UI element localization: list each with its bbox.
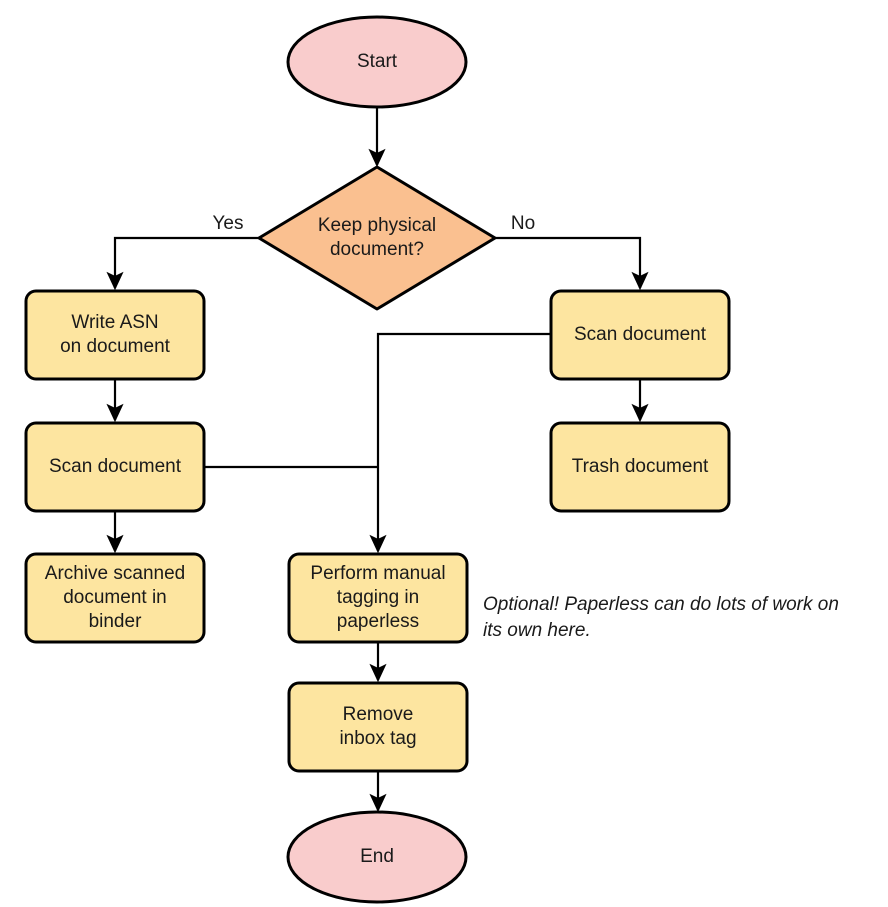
node-write-asn[interactable]: Write ASN on document: [24, 289, 206, 381]
node-shape-ellipse: [286, 15, 468, 109]
node-label: Perform manual: [310, 563, 445, 584]
node-label: on document: [60, 336, 171, 357]
node-trash-document[interactable]: Trash document: [549, 421, 731, 513]
edge-path: [369, 332, 551, 554]
node-label: Write ASN: [71, 312, 158, 333]
annotation-line: its own here.: [483, 620, 591, 641]
node-remove-inbox-tag[interactable]: Remove inbox tag: [287, 681, 469, 773]
node-scan-document-right[interactable]: Scan document: [549, 289, 731, 381]
node-manual-tagging[interactable]: Perform manual tagging in paperless: [287, 552, 469, 644]
node-label: Scan document: [574, 324, 707, 345]
node-archive-binder[interactable]: Archive scanned document in binder: [24, 552, 206, 644]
edge-label-decision-no-to-scan-right: No: [511, 213, 535, 234]
node-shape-rounded-rect: [287, 681, 469, 773]
edge-path: [495, 236, 649, 291]
node-scan-document-left[interactable]: Scan document: [24, 421, 206, 513]
node-label: Trash document: [572, 456, 709, 477]
edge-label-decision-yes-to-write-asn: Yes: [213, 213, 244, 234]
node-shape-rounded-rect: [24, 289, 206, 381]
edge-decision-yes-to-write-asn: Yes: [106, 213, 259, 291]
node-shape-diamond: [257, 165, 497, 311]
node-label: End: [360, 846, 394, 867]
node-start[interactable]: Start: [286, 15, 468, 109]
node-label: document in: [63, 587, 167, 608]
edge-decision-no-to-scan-right: No: [495, 213, 649, 291]
annotation-line: Optional! Paperless can do lots of work …: [483, 594, 839, 615]
node-label: Keep physical: [318, 215, 436, 236]
annotation-optional-note: Optional! Paperless can do lots of work …: [483, 594, 839, 641]
node-shape-rounded-rect: [549, 421, 731, 513]
node-end[interactable]: End: [286, 810, 468, 904]
node-shape-rounded-rect: [24, 421, 206, 513]
node-label: Scan document: [49, 456, 182, 477]
node-keep-physical[interactable]: Keep physical document?: [257, 165, 497, 311]
node-label: tagging in: [337, 587, 419, 608]
node-label: paperless: [337, 611, 419, 632]
node-label: Remove: [343, 704, 414, 725]
edges-layer: Yes No: [106, 107, 649, 813]
node-label: document?: [330, 239, 424, 260]
node-label: binder: [89, 611, 142, 632]
node-shape-rounded-rect: [549, 289, 731, 381]
node-shape-rounded-rect: [287, 552, 469, 644]
node-shape-rounded-rect: [24, 552, 206, 644]
node-label: Archive scanned: [45, 563, 185, 584]
edge-scan-right-to-manual-tagging: [369, 332, 551, 554]
edge-path: [106, 236, 259, 291]
node-label: inbox tag: [339, 728, 416, 749]
annotations-layer: Optional! Paperless can do lots of work …: [483, 594, 839, 641]
node-label: Start: [357, 51, 398, 72]
node-shape-ellipse: [286, 810, 468, 904]
